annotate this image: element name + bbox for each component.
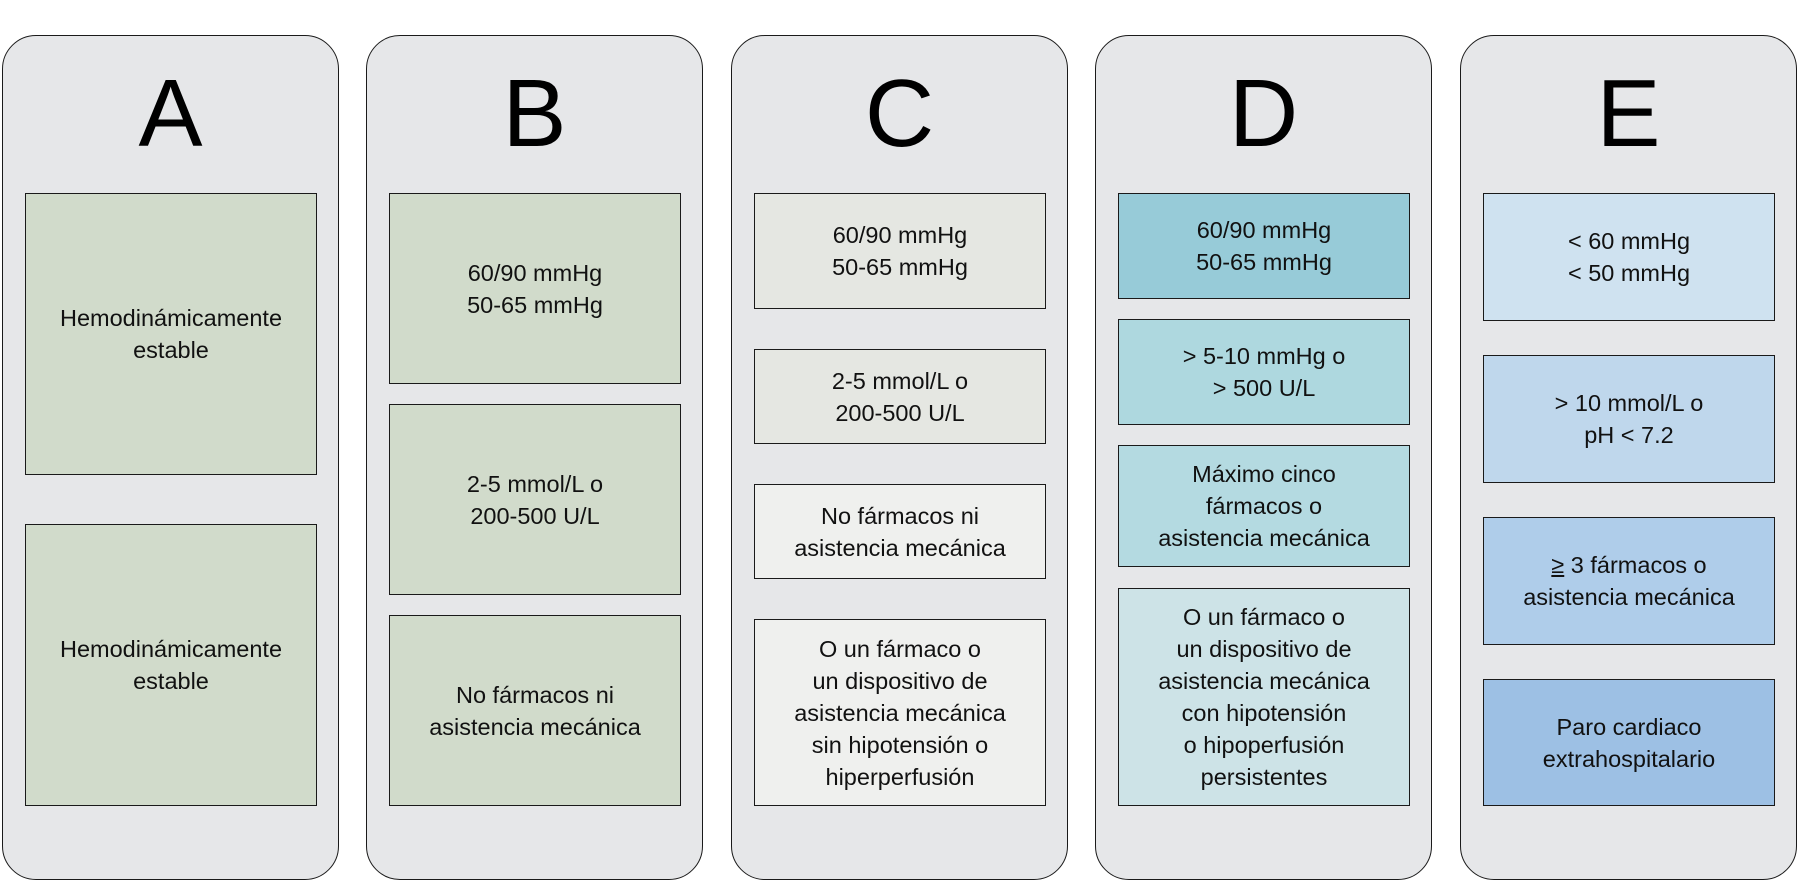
column-d: D 60/90 mmHg 50-65 mmHg > 5-10 mmHg o > …	[1095, 35, 1432, 880]
column-e-box-3-text: ≥ 3 fármacos o asistencia mecánica	[1523, 549, 1735, 613]
column-e-box-3-rest: 3 fármacos o asistencia mecánica	[1523, 552, 1735, 610]
column-e: E < 60 mmHg < 50 mmHg > 10 mmol/L o pH <…	[1460, 35, 1797, 880]
column-b-box-2: 2-5 mmol/L o 200-500 U/L	[389, 404, 681, 595]
column-c: C 60/90 mmHg 50-65 mmHg 2-5 mmol/L o 200…	[731, 35, 1068, 880]
column-e-box-2: > 10 mmol/L o pH < 7.2	[1483, 355, 1775, 483]
column-d-box-3: Máximo cinco fármacos o asistencia mecán…	[1118, 445, 1410, 567]
column-c-box-2: 2-5 mmol/L o 200-500 U/L	[754, 349, 1046, 444]
greater-equal-symbol: ≥	[1551, 552, 1565, 578]
column-c-box-1: 60/90 mmHg 50-65 mmHg	[754, 193, 1046, 309]
column-a-letter: A	[138, 60, 203, 167]
column-e-box-4: Paro cardiaco extrahospitalario	[1483, 679, 1775, 806]
column-c-box-3: No fármacos ni asistencia mecánica	[754, 484, 1046, 579]
column-e-letter: E	[1596, 60, 1661, 167]
column-e-box-1: < 60 mmHg < 50 mmHg	[1483, 193, 1775, 321]
column-d-box-1: 60/90 mmHg 50-65 mmHg	[1118, 193, 1410, 299]
column-d-box-4: O un fármaco o un dispositivo de asisten…	[1118, 588, 1410, 806]
column-d-box-2: > 5-10 mmHg o > 500 U/L	[1118, 319, 1410, 425]
column-b: B 60/90 mmHg 50-65 mmHg 2-5 mmol/L o 200…	[366, 35, 703, 880]
column-b-box-1: 60/90 mmHg 50-65 mmHg	[389, 193, 681, 384]
column-e-box-3: ≥ 3 fármacos o asistencia mecánica	[1483, 517, 1775, 645]
column-c-box-4: O un fármaco o un dispositivo de asisten…	[754, 619, 1046, 806]
column-b-box-3: No fármacos ni asistencia mecánica	[389, 615, 681, 806]
column-a: A Hemodinámicamente estable Hemodinámica…	[2, 35, 339, 880]
column-b-letter: B	[502, 60, 567, 167]
column-a-box-2: Hemodinámicamente estable	[25, 524, 317, 806]
column-a-box-1: Hemodinámicamente estable	[25, 193, 317, 475]
column-c-letter: C	[864, 60, 935, 167]
column-d-letter: D	[1228, 60, 1299, 167]
